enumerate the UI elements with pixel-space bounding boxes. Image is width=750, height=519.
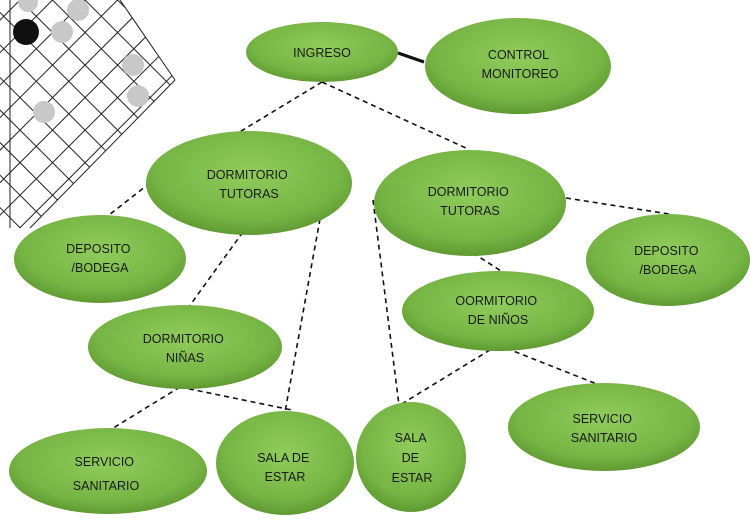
edge-dorm-ninas-sala-left	[179, 386, 293, 411]
gray-stone-icon	[18, 0, 38, 12]
node-label: DEPOSITO /BODEGA	[66, 242, 134, 275]
grid-line	[0, 0, 38, 228]
edge-ingreso-dorm-tutoras-left	[227, 81, 323, 140]
node-label: SERVICIO SANITARIO	[73, 455, 140, 493]
edge-dorm-tutoras-right-sala-right	[372, 199, 400, 406]
gray-stone-icon	[67, 0, 89, 21]
node-dormitorio-tutoras-right: DORMITORIO TUTORAS	[374, 150, 566, 256]
grid-line	[0, 0, 175, 228]
node-label: SALA DE ESTAR	[392, 431, 433, 485]
node-deposito-right: DEPOSITO /BODEGA	[586, 214, 750, 306]
node-label: DORMITORIO TUTORAS	[207, 168, 292, 201]
node-label: INGRESO	[293, 46, 351, 60]
edge-dorm-ninos-servicio-right	[497, 344, 608, 389]
edge-dorm-tutoras-right-deposito-right	[565, 197, 670, 215]
gray-stone-icon	[122, 54, 144, 76]
edge-ingreso-control	[397, 51, 425, 64]
node-sala-de-estar-left: SALA DE ESTAR	[216, 411, 354, 515]
edge-dorm-ninas-servicio-left	[109, 386, 181, 431]
node-ingreso: INGRESO	[246, 22, 398, 82]
grid-line	[0, 0, 87, 228]
gray-stone-icon	[127, 85, 149, 107]
edge-dorm-tutoras-left-sala-left	[284, 218, 321, 413]
node-dormitorio-ninas: DORMITORIO NIÑAS	[88, 305, 282, 389]
edge-dorm-ninos-sala-right	[399, 344, 499, 406]
node-dormitorio-tutoras-left: DORMITORIO TUTORAS	[146, 131, 352, 235]
diagram-nodes: INGRESO CONTROL MONITOREO DORMITORIO TUT…	[9, 18, 750, 515]
edge-dorm-tutoras-right-dorm-ninos	[472, 252, 502, 272]
grid-line	[0, 0, 175, 228]
grid-line	[0, 0, 175, 228]
node-label: SERVICIO SANITARIO	[571, 412, 638, 445]
node-dormitorio-ninos: OORMITORIO DE NIÑOS	[402, 271, 594, 351]
node-label: DORMITORIO TUTORAS	[428, 185, 513, 218]
black-stone-icon	[13, 19, 39, 45]
diagram-edges	[108, 51, 670, 431]
gray-stone-icon	[33, 101, 55, 123]
node-label: OORMITORIO DE NIÑOS	[455, 294, 540, 327]
grid-line	[0, 0, 175, 228]
edge-dorm-tutoras-left-dorm-ninas	[187, 231, 244, 309]
node-label: DORMITORIO NIÑAS	[143, 332, 228, 365]
gray-stone-icon	[51, 21, 73, 43]
edge-dorm-tutoras-left-deposito-left	[108, 182, 151, 216]
grid-line	[0, 0, 175, 228]
node-label: SALA DE ESTAR	[257, 451, 313, 484]
node-label: CONTROL MONITOREO	[482, 48, 559, 81]
node-deposito-left: DEPOSITO /BODEGA	[14, 215, 186, 303]
node-servicio-sanitario-left: SERVICIO SANITARIO	[9, 428, 207, 514]
node-servicio-sanitario-right: SERVICIO SANITARIO	[508, 383, 700, 471]
node-sala-de-estar-right: SALA DE ESTAR	[356, 402, 466, 512]
node-control-monitoreo: CONTROL MONITOREO	[425, 18, 611, 114]
node-label: DEPOSITO /BODEGA	[634, 244, 702, 277]
grid-line	[0, 0, 175, 228]
